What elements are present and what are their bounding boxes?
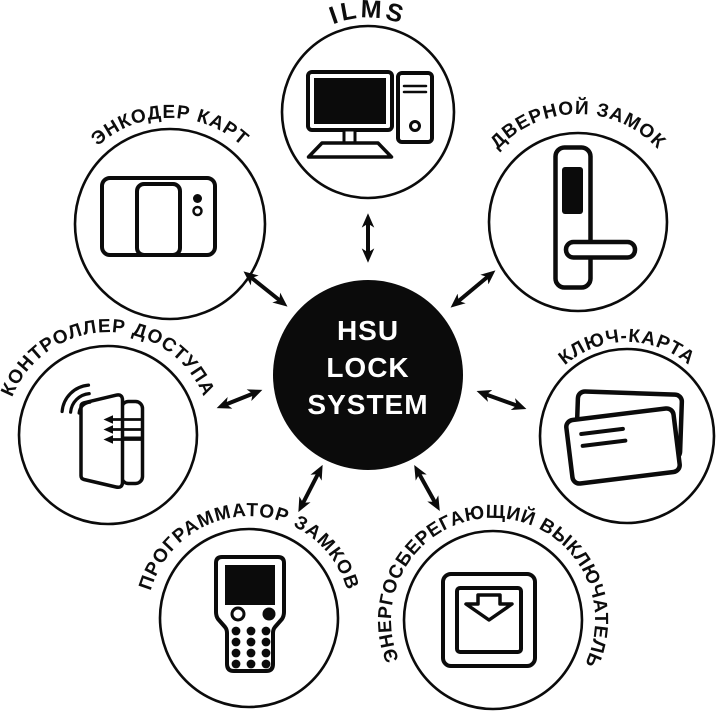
- card-encoder-icon: [100, 176, 217, 257]
- key-cards-icon: [564, 389, 685, 486]
- arrow-hub-card-encoder: [243, 271, 288, 307]
- node-key-card: КЛЮЧ-КАРТА: [538, 326, 716, 525]
- hub-title-line-2: LOCK: [326, 352, 409, 383]
- hub-circle: [273, 280, 463, 470]
- hub-hsu-lock-system: HSU LOCK SYSTEM: [273, 280, 463, 470]
- wifi-waves-icon: [60, 383, 92, 415]
- handheld-programmer-icon: [214, 555, 286, 673]
- node-lock-programmer: ПРОГРАММАТОР ЗАМКОВ: [135, 500, 362, 709]
- door-lock-icon: [553, 145, 638, 290]
- node-access-controller: КОНТРОЛЛЕР ДОСТУПА: [0, 316, 218, 526]
- hub-title-line-1: HSU: [337, 315, 399, 346]
- arrow-hub-door-lock: [450, 270, 496, 308]
- desktop-computer-icon: [306, 70, 434, 159]
- access-controller-icon: [60, 383, 145, 489]
- energy-saving-switch-icon: [441, 572, 537, 668]
- arrow-hub-energy-saving-switch: [414, 464, 440, 512]
- keypad-dots: [231, 626, 271, 669]
- node-door-lock: ДВЕРНОЙ ЗАМОК: [486, 97, 669, 313]
- node-card-encoder: ЭНКОДЕР КАРТ: [73, 102, 267, 321]
- node-ilms: ILMS: [280, 0, 456, 200]
- arrow-hub-key-card: [476, 389, 527, 411]
- connector-arrows: [216, 213, 527, 513]
- node-energy-saving-switch: ЭНЕРГОСБЕРЕГАЮЩИЙ ВЫКЛЮЧАТЕЛЬ: [375, 502, 611, 711]
- hub-title-line-3: SYSTEM: [307, 389, 428, 420]
- arrow-hub-lock-programmer: [298, 464, 323, 513]
- arrow-hub-access-controller: [216, 389, 263, 409]
